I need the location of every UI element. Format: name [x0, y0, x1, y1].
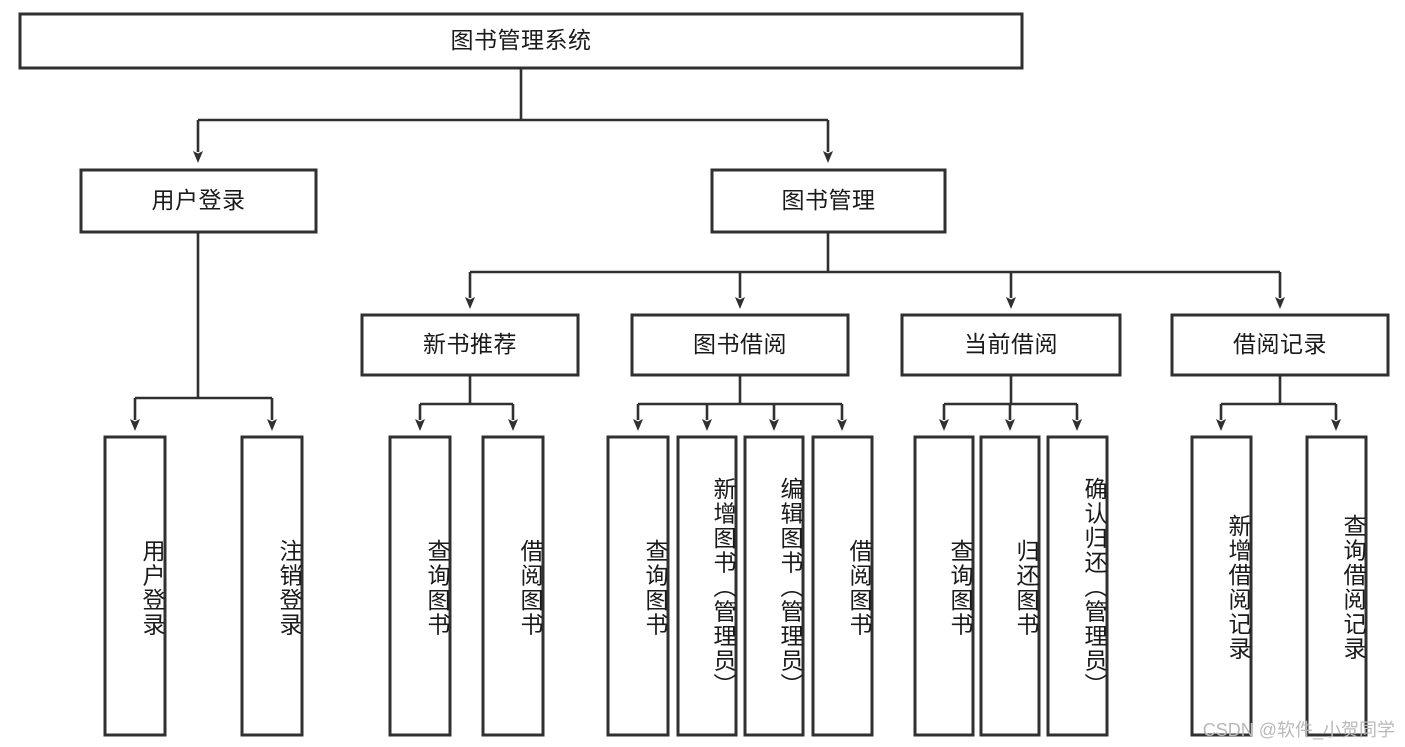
node-box-leaf-borrow-book-rec[interactable]: [481, 435, 545, 737]
node-box-current-borrow[interactable]: [900, 313, 1122, 377]
node-box-book-borrow[interactable]: [630, 313, 850, 377]
node-box-leaf-edit-book[interactable]: [743, 435, 805, 737]
node-box-leaf-add-record[interactable]: [1190, 435, 1253, 737]
node-box-leaf-query-book-rec[interactable]: [388, 435, 452, 737]
connector-user-login-to-leaves: [130, 232, 277, 431]
node-box-leaf-query-book-cb[interactable]: [913, 435, 975, 737]
connector-current-borrow-to-leaves: [939, 375, 1082, 431]
node-box-user-login[interactable]: [79, 168, 318, 234]
connector-new-book-rec-to-leaves: [415, 375, 518, 431]
connector-book-manage-to-level3: [465, 232, 1285, 309]
node-box-leaf-user-logout[interactable]: [240, 435, 304, 737]
node-box-leaf-confirm-return[interactable]: [1046, 435, 1109, 737]
node-box-leaf-query-record[interactable]: [1305, 435, 1368, 737]
node-box-leaf-borrow-book-bb[interactable]: [811, 435, 874, 737]
node-box-leaf-query-book-bb[interactable]: [606, 435, 670, 737]
node-box-leaf-user-login[interactable]: [103, 435, 167, 737]
node-box-borrow-record[interactable]: [1170, 313, 1390, 377]
node-box-root[interactable]: [18, 12, 1024, 70]
node-box-new-book-rec[interactable]: [360, 313, 580, 377]
connector-root-to-level2: [193, 68, 833, 163]
node-box-leaf-return-book[interactable]: [979, 435, 1041, 737]
node-box-book-manage[interactable]: [710, 168, 947, 234]
node-box-leaf-add-book[interactable]: [676, 435, 738, 737]
connector-book-borrow-to-leaves: [633, 375, 847, 431]
connector-borrow-record-to-leaves: [1216, 375, 1341, 431]
